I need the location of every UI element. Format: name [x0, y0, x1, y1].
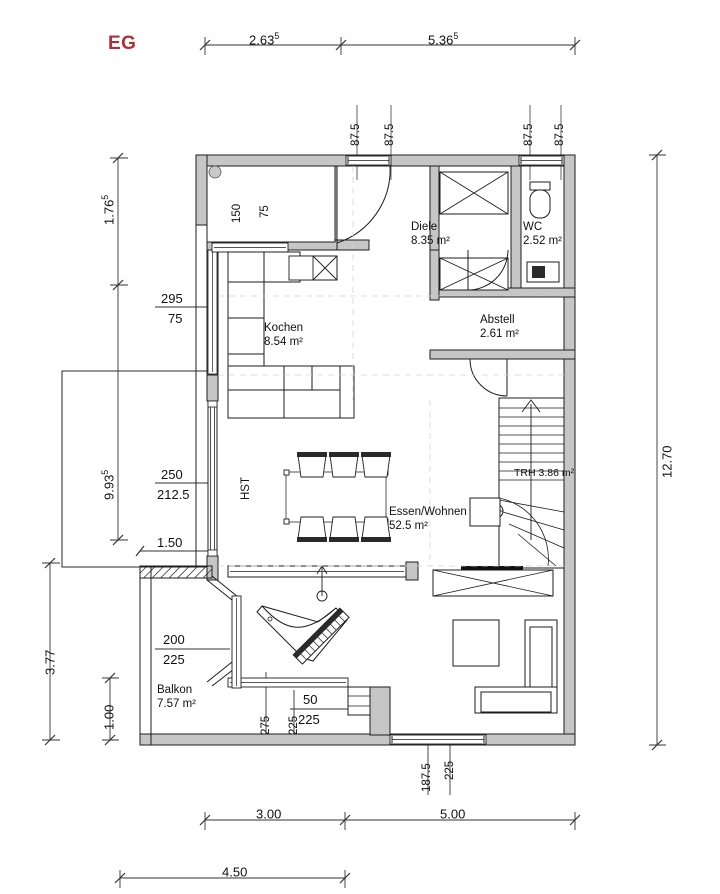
- dim-pair-295: 295: [161, 291, 183, 306]
- left-wall-window-upper: [207, 245, 218, 375]
- sofa: [474, 619, 558, 714]
- wardrobe-diele-upper: [439, 171, 509, 215]
- staircase: [469, 397, 565, 569]
- dim-bottom-1875: 187.5: [421, 763, 433, 792]
- dining-table: [283, 469, 389, 525]
- room-label-kochen: Kochen 8.54 m²: [264, 321, 303, 350]
- dim-right-total: 12.70: [659, 445, 675, 478]
- entry-door-swing: [336, 165, 391, 244]
- dim-left-4: 1.00: [101, 704, 117, 730]
- balcony-rail: [227, 561, 419, 602]
- wc-sink: [526, 261, 560, 283]
- balcony-step: [347, 686, 391, 736]
- room-label-balkon: Balkon 7.57 m²: [157, 683, 196, 712]
- room-name-wc: WC: [523, 221, 543, 233]
- dim-bottom-500: 5.00: [440, 806, 466, 822]
- dim-balcony-200: 200: [163, 632, 185, 647]
- room-name-essen-wohnen: Essen/Wohnen: [389, 506, 467, 518]
- dim-pair-75: 75: [168, 311, 183, 326]
- dim-pair-2125: 212.5: [157, 487, 190, 502]
- dim-window-top-c: 87.5: [523, 123, 535, 146]
- window-top-right: [518, 155, 565, 166]
- dim-vestibule-75: 75: [259, 205, 271, 218]
- dim-balcony-225b: 225: [298, 712, 320, 727]
- dim-top-1: 2.635: [249, 31, 280, 48]
- dim-balcony-225c: 225: [288, 715, 300, 735]
- coffee-table: [452, 619, 500, 667]
- room-area-essen-wohnen: 52.5 m²: [389, 520, 428, 533]
- hst-sliding-door: [207, 400, 218, 557]
- balcony-side-door: [231, 595, 242, 689]
- entrance-vestibule: [206, 165, 336, 253]
- dim-left-1: 1.765: [100, 194, 117, 225]
- dim-balcony-50: 50: [303, 692, 318, 707]
- dim-window-top-d: 87.5: [554, 123, 566, 146]
- wardrobe-diele-lower: [439, 257, 509, 291]
- dim-top-2: 5.365: [428, 31, 459, 48]
- dim-bottom-450: 4.50: [222, 864, 248, 880]
- kitchen-hob: [288, 255, 314, 281]
- dim-pair-250: 250: [161, 467, 183, 482]
- balcony-outline: [61, 370, 213, 579]
- room-area-kochen: 8.54 m²: [264, 336, 303, 349]
- wc-toilet: [529, 181, 551, 219]
- hst-label: HST: [240, 477, 252, 500]
- construction-guides: [218, 166, 564, 567]
- room-area-abstell: 2.61 m²: [480, 328, 519, 341]
- dining-chairs: [297, 452, 391, 542]
- floor-label: EG: [108, 33, 137, 54]
- room-name-diele: Diele: [411, 221, 438, 233]
- room-area-balkon: 7.57 m²: [157, 698, 196, 711]
- dim-left-3: 3.77: [42, 649, 58, 675]
- window-top-left: [345, 155, 392, 166]
- room-label-wc: WC 2.52 m²: [523, 220, 562, 249]
- room-area-diele: 8.35 m²: [411, 235, 450, 248]
- dim-left-2: 9.935: [100, 469, 117, 500]
- dim-bottom-300: 3.00: [256, 806, 282, 822]
- grand-piano: [256, 605, 350, 665]
- kitchen-counters: [227, 251, 355, 419]
- room-label-abstell: Abstell 2.61 m²: [480, 313, 519, 342]
- room-name-balkon: Balkon: [157, 684, 193, 696]
- room-area-trh: 3.86 m²: [538, 467, 575, 479]
- dim-balcony-225: 225: [163, 652, 185, 667]
- dim-window-top-b: 87.5: [384, 123, 396, 146]
- room-area-wc: 2.52 m²: [523, 235, 562, 248]
- room-label-essen-wohnen: Essen/Wohnen 52.5 m²: [389, 505, 467, 534]
- room-name-trh: TRH: [514, 467, 536, 479]
- abstell-door-swing: [469, 358, 508, 397]
- window-bottom: [389, 734, 487, 745]
- dim-vestibule-150: 150: [231, 203, 243, 223]
- dim-balcony-275: 275: [260, 715, 272, 735]
- balcony-door-bottom: [227, 677, 349, 688]
- room-label-diele: Diele 8.35 m²: [411, 220, 450, 249]
- room-name-kochen: Kochen: [264, 322, 304, 334]
- room-label-trh: TRH 3.86 m²: [514, 467, 574, 480]
- room-name-abstell: Abstell: [480, 314, 515, 326]
- dim-window-top-a: 87.5: [350, 123, 362, 146]
- sideboard: [432, 566, 554, 597]
- dim-bottom-225: 225: [444, 760, 456, 780]
- dim-150m: 1.50: [157, 535, 183, 550]
- wc-door-swing: [467, 249, 509, 291]
